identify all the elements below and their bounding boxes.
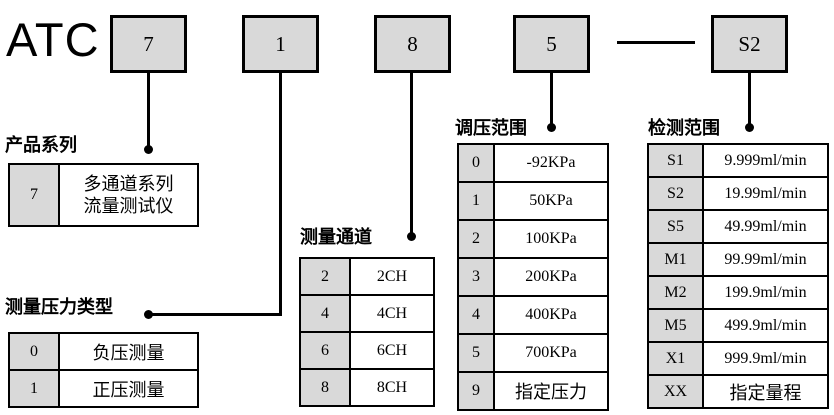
channels-value: 4CH <box>349 294 435 333</box>
table-row: 3 200KPa <box>457 257 609 297</box>
section-title-series: 产品系列 <box>5 135 77 155</box>
table-row: XX 指定量程 <box>647 374 829 409</box>
channels-key: 2 <box>299 257 351 296</box>
channels-value: 6CH <box>349 331 435 370</box>
table-row: 6 6CH <box>299 331 435 370</box>
series-key: 7 <box>8 163 60 227</box>
pressure-range-key: 4 <box>457 295 495 335</box>
code-box-channels-value: 8 <box>407 31 418 56</box>
connector-channels-bullet <box>407 232 416 241</box>
detect-range-value: 19.99ml/min <box>702 176 829 211</box>
pressure-range-value: 400KPa <box>493 295 609 335</box>
connector-pressure-type-bullet <box>144 310 153 319</box>
channels-key: 4 <box>299 294 351 333</box>
section-title-detect-range: 检测范围 <box>648 118 720 138</box>
table-row: 0 -92KPa <box>457 143 609 183</box>
table-channels: 2 2CH 4 4CH 6 6CH 8 8CH <box>299 257 435 407</box>
detect-range-value: 999.9ml/min <box>702 341 829 376</box>
table-row: X1 999.9ml/min <box>647 341 829 376</box>
table-series: 7 多通道系列 流量测试仪 <box>8 163 199 227</box>
channels-key: 8 <box>299 368 351 407</box>
pressure-range-value: 200KPa <box>493 257 609 297</box>
table-row: 4 400KPa <box>457 295 609 335</box>
detect-range-key: M2 <box>647 275 704 310</box>
pressure-range-value: 100KPa <box>493 219 609 259</box>
table-row: M1 99.99ml/min <box>647 242 829 277</box>
connector-pressure-range-bullet <box>547 123 556 132</box>
detect-range-value: 49.99ml/min <box>702 209 829 244</box>
table-row: 1 50KPa <box>457 181 609 221</box>
connector-detect-range-line <box>748 72 751 125</box>
detect-range-key: M5 <box>647 308 704 343</box>
code-box-detect-range: S2 <box>711 15 788 73</box>
table-row: 0 负压测量 <box>8 332 199 371</box>
table-row: S2 19.99ml/min <box>647 176 829 211</box>
detect-range-value: 199.9ml/min <box>702 275 829 310</box>
detect-range-value: 9.999ml/min <box>702 143 829 178</box>
code-box-pressure-range: 5 <box>513 15 590 73</box>
pressure-type-value: 正压测量 <box>58 369 199 408</box>
pressure-type-key: 1 <box>8 369 60 408</box>
pressure-type-key: 0 <box>8 332 60 371</box>
code-box-channels: 8 <box>374 15 451 73</box>
table-row: M2 199.9ml/min <box>647 275 829 310</box>
table-row: 4 4CH <box>299 294 435 333</box>
series-value: 多通道系列 流量测试仪 <box>58 163 199 227</box>
connector-channels-line <box>410 72 413 235</box>
table-row: 8 8CH <box>299 368 435 407</box>
pressure-range-value: 指定压力 <box>493 371 609 411</box>
connector-series-bullet <box>144 145 153 154</box>
section-title-channels: 测量通道 <box>300 227 372 247</box>
pressure-range-value: -92KPa <box>493 143 609 183</box>
code-box-pressure-type-value: 1 <box>275 31 286 56</box>
table-row: 2 2CH <box>299 257 435 296</box>
pressure-range-value: 50KPa <box>493 181 609 221</box>
code-box-pressure-type: 1 <box>242 15 319 73</box>
code-box-detect-range-value: S2 <box>738 31 761 56</box>
section-title-pressure-range: 调压范围 <box>455 118 527 138</box>
detect-range-value: 指定量程 <box>702 374 829 409</box>
brand-label: ATC <box>6 13 100 66</box>
pressure-range-key: 3 <box>457 257 495 297</box>
channels-key: 6 <box>299 331 351 370</box>
connector-pressure-type-vline <box>279 72 282 316</box>
table-row: 9 指定压力 <box>457 371 609 411</box>
code-box-series: 7 <box>110 15 187 73</box>
table-pressure-range: 0 -92KPa 1 50KPa 2 100KPa 3 200KPa 4 400… <box>457 143 609 411</box>
pressure-type-value: 负压测量 <box>58 332 199 371</box>
channels-value: 2CH <box>349 257 435 296</box>
pressure-range-key: 1 <box>457 181 495 221</box>
connector-detect-range-bullet <box>745 123 754 132</box>
pressure-range-key: 9 <box>457 371 495 411</box>
detect-range-value: 499.9ml/min <box>702 308 829 343</box>
table-row: 1 正压测量 <box>8 369 199 408</box>
pressure-range-key: 2 <box>457 219 495 259</box>
detect-range-key: S5 <box>647 209 704 244</box>
detect-range-key: S1 <box>647 143 704 178</box>
connector-pressure-range-line <box>550 72 553 125</box>
detect-range-key: M1 <box>647 242 704 277</box>
connector-pressure-type-hline <box>150 313 282 316</box>
code-box-series-value: 7 <box>143 31 154 56</box>
table-row: M5 499.9ml/min <box>647 308 829 343</box>
table-row: S1 9.999ml/min <box>647 143 829 178</box>
table-pressure-type: 0 负压测量 1 正压测量 <box>8 332 199 408</box>
table-detect-range: S1 9.999ml/min S2 19.99ml/min S5 49.99ml… <box>647 143 829 409</box>
table-row: 5 700KPa <box>457 333 609 373</box>
pressure-range-value: 700KPa <box>493 333 609 373</box>
pressure-range-key: 0 <box>457 143 495 183</box>
pressure-range-key: 5 <box>457 333 495 373</box>
connector-series-line <box>147 72 150 148</box>
detect-range-key: S2 <box>647 176 704 211</box>
table-row: S5 49.99ml/min <box>647 209 829 244</box>
channels-value: 8CH <box>349 368 435 407</box>
code-separator-dash <box>617 41 695 44</box>
detect-range-key: XX <box>647 374 704 409</box>
table-row: 7 多通道系列 流量测试仪 <box>8 163 199 227</box>
table-row: 2 100KPa <box>457 219 609 259</box>
detect-range-value: 99.99ml/min <box>702 242 829 277</box>
detect-range-key: X1 <box>647 341 704 376</box>
code-box-pressure-range-value: 5 <box>546 31 557 56</box>
section-title-pressure-type: 测量压力类型 <box>5 297 113 317</box>
